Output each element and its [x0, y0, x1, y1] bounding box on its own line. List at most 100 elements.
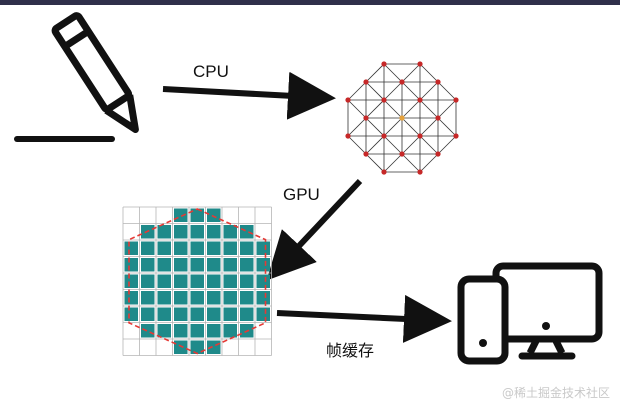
mesh-node [381, 133, 387, 139]
mesh-node [363, 151, 369, 157]
mesh-edge [365, 81, 385, 101]
pixel-cell [207, 241, 221, 255]
pixel-cell [240, 258, 254, 272]
pixel-cell [223, 291, 237, 305]
mesh-edge [383, 63, 403, 83]
pixel-cell [174, 324, 188, 338]
pixel-cell [223, 307, 237, 321]
mesh-node [453, 97, 459, 103]
mesh-edge [419, 63, 439, 83]
gpu-arrow [266, 178, 363, 281]
pixel-cell [207, 274, 221, 288]
mesh-edge [383, 117, 403, 137]
pixel-cell [240, 225, 254, 239]
mesh-edge [419, 135, 439, 155]
mesh-edge [401, 63, 421, 83]
mesh-edge [437, 99, 457, 119]
mesh-edge [401, 81, 421, 101]
pixel-cell [174, 241, 188, 255]
mesh-node [345, 97, 351, 103]
pixel-cell [141, 274, 155, 288]
pixel-cell [157, 307, 171, 321]
pixel-cell [157, 324, 171, 338]
mesh-node [345, 133, 351, 139]
pixel-cell [207, 340, 221, 354]
pixel-cell [256, 307, 270, 321]
wireframe-mesh-icon [345, 61, 459, 175]
mesh-edge [437, 117, 457, 137]
pixel-cell [190, 307, 204, 321]
pixel-cell [157, 274, 171, 288]
pixel-cell [256, 241, 270, 255]
mesh-node [435, 79, 441, 85]
pixel-cell [190, 208, 204, 222]
pixel-cell [174, 307, 188, 321]
mesh-edge [365, 99, 385, 119]
pixel-cell [256, 258, 270, 272]
cpu-label: CPU [193, 62, 229, 81]
mesh-node [417, 61, 423, 67]
pixel-cell [207, 324, 221, 338]
pixel-cell [174, 340, 188, 354]
mesh-node [453, 133, 459, 139]
pixel-cell [174, 208, 188, 222]
mesh-edge [383, 81, 403, 101]
mesh-edge [365, 63, 385, 83]
pixel-cell [207, 258, 221, 272]
watermark: @稀土掘金技术社区 [501, 386, 610, 400]
pixel-cell [223, 258, 237, 272]
pixel-cell [157, 241, 171, 255]
pixel-cell [157, 291, 171, 305]
mesh-edge [419, 81, 439, 101]
mesh-edge [347, 99, 367, 119]
pixel-cell [174, 274, 188, 288]
mesh-edge [419, 99, 439, 119]
pixel-cell [240, 291, 254, 305]
pixel-cell [223, 324, 237, 338]
pixel-cell [141, 324, 155, 338]
framebuffer-arrow [276, 294, 452, 343]
mesh-edge [347, 117, 367, 137]
devices-icon [457, 262, 603, 365]
pixel-cell [190, 340, 204, 354]
pixel-cell [124, 307, 138, 321]
mesh-edge [401, 153, 421, 173]
mesh-node [417, 133, 423, 139]
pixel-cell [124, 241, 138, 255]
mesh-edges [347, 63, 457, 173]
mesh-edge [383, 135, 403, 155]
rasterized-grid-icon [122, 206, 272, 356]
mesh-node [417, 169, 423, 175]
pixel-cell [157, 225, 171, 239]
pixel-cell [190, 225, 204, 239]
pixel-cell [190, 258, 204, 272]
mesh-edge [401, 135, 421, 155]
pixel-cell [207, 291, 221, 305]
pixel-cell [223, 241, 237, 255]
pixel-cell [174, 258, 188, 272]
pixel-cell [240, 307, 254, 321]
pixel-cell [240, 241, 254, 255]
pixel-cell [157, 258, 171, 272]
mesh-node [417, 97, 423, 103]
pixel-cell [124, 274, 138, 288]
mesh-node [363, 79, 369, 85]
pixel-cell [190, 274, 204, 288]
mesh-node [399, 151, 405, 157]
phone-icon [457, 275, 509, 365]
pixel-cell [141, 307, 155, 321]
mesh-edge [419, 117, 439, 137]
mesh-edge [383, 99, 403, 119]
pixel-cell [141, 241, 155, 255]
mesh-node [435, 151, 441, 157]
mesh-edge [437, 81, 457, 101]
mesh-edge [365, 135, 385, 155]
pixel-cell [174, 291, 188, 305]
mesh-edge [347, 135, 367, 155]
pen-icon [14, 12, 139, 142]
mesh-node [435, 115, 441, 121]
mesh-node [381, 61, 387, 67]
mesh-node [399, 79, 405, 85]
pixel-cell [124, 291, 138, 305]
